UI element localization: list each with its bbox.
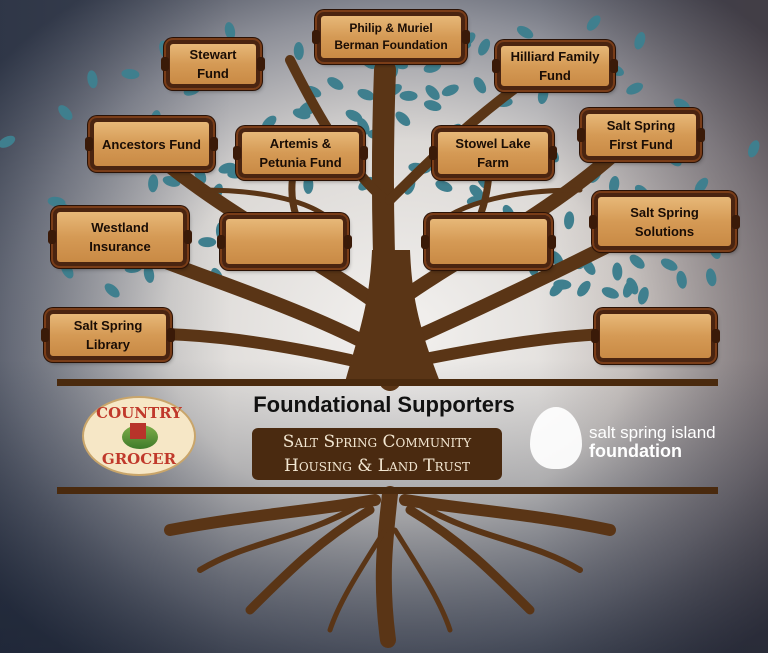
leaf (423, 61, 442, 73)
housing-land-trust-logo: Salt Spring Community Housing & Land Tru… (252, 428, 502, 480)
leaf (87, 70, 98, 89)
roots (164, 486, 616, 648)
leaf (423, 100, 442, 112)
trust-line-1: Salt Spring Community (282, 432, 472, 452)
leaf (564, 211, 575, 230)
plaque-hilliard-family-fund: Hilliard Family Fund (492, 42, 618, 90)
leaf (706, 268, 717, 287)
leaf (0, 135, 16, 148)
leaf (473, 77, 487, 94)
leaf (469, 184, 484, 200)
ssif-line-2: foundation (589, 441, 682, 461)
leaf (121, 69, 140, 80)
leaf (516, 25, 534, 39)
leaf (634, 32, 646, 50)
leaf (345, 109, 363, 122)
leaf (537, 86, 549, 105)
leaf (612, 262, 623, 281)
leaf (549, 281, 564, 297)
leaf (629, 254, 645, 269)
leaf (478, 38, 491, 56)
section-heading: Foundational Supporters (253, 392, 515, 417)
divider-bottom (57, 487, 718, 494)
leaf (357, 88, 375, 101)
trust-line-2: Housing & Land Trust (284, 456, 470, 476)
leaf (104, 283, 120, 298)
plaque-westland-insurance: Westland Insurance (48, 208, 192, 266)
leaf (224, 22, 236, 40)
plaque-salt-spring-first-fund: Salt Spring First Fund (577, 110, 705, 160)
leaf (292, 108, 311, 120)
leaf (261, 115, 277, 131)
plaque-salt-spring-solutions: Salt Spring Solutions (589, 193, 740, 250)
plaque-stowel-lake-farm: Stowel Lake Farm (429, 128, 557, 178)
plaque-blank-bottom-right (591, 310, 720, 362)
barn-icon (130, 423, 146, 439)
leaf (293, 42, 304, 61)
leaf (577, 280, 591, 297)
leaf (47, 196, 66, 208)
plaque-artemis-petunia-fund: Artemis & Petunia Fund (233, 128, 368, 178)
logo-text-top: COUNTRY (96, 404, 182, 422)
plaque-salt-spring-library: Salt Spring Library (41, 310, 175, 360)
plaque-blank-right (421, 215, 556, 268)
leaf (58, 105, 73, 121)
leaf (198, 237, 217, 248)
plaque-berman-foundation: Philip & Muriel Berman Foundation (312, 12, 470, 62)
leaf (609, 175, 620, 194)
plaque-stewart-fund: Stewart Fund (161, 40, 265, 88)
country-grocer-logo: COUNTRY GROCER (82, 396, 196, 476)
plaque-blank-left (217, 215, 352, 268)
ssif-line-1: salt spring island (589, 423, 716, 442)
logo-text-bottom: GROCER (101, 450, 177, 468)
leaf (637, 286, 649, 305)
leaf (303, 175, 314, 194)
leaf (327, 77, 344, 90)
leaf (586, 15, 601, 31)
leaf (676, 270, 687, 289)
leaf (601, 287, 619, 299)
leaf (748, 140, 760, 158)
leaf (626, 82, 644, 95)
ssi-foundation-logo: salt spring island foundation (589, 424, 716, 461)
ssi-foundation-tree-icon (530, 407, 582, 469)
plaque-ancestors-fund: Ancestors Fund (85, 118, 218, 170)
leaf (622, 280, 635, 298)
leaf (441, 84, 459, 97)
leaf (143, 265, 155, 283)
leaf (435, 180, 453, 192)
leaf (660, 258, 678, 271)
divider-top (57, 379, 718, 386)
leaf (425, 85, 440, 100)
leaf (399, 90, 418, 101)
leaf (694, 177, 709, 194)
leaf (395, 111, 411, 126)
leaf (60, 262, 74, 279)
leaf (218, 162, 236, 174)
leaf (148, 174, 159, 193)
